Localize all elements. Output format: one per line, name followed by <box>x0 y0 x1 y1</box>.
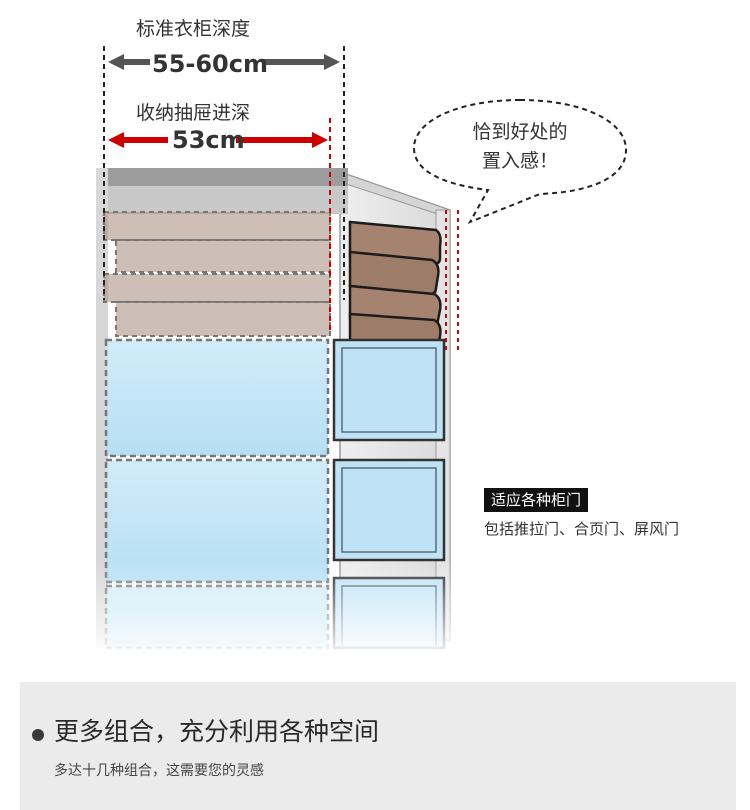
bubble-line-2: 置入感！ <box>481 150 558 172</box>
stacked-towels <box>348 220 442 352</box>
speech-bubble <box>412 98 628 224</box>
depth-guides <box>103 46 459 352</box>
door-compat-tag: 适应各种柜门 <box>484 488 589 512</box>
drawer-depth-label: 收纳抽屉进深 <box>136 102 251 124</box>
door-compat-subtitle: 包括推拉门、合页门、屏风门 <box>484 520 680 538</box>
wardrobe-depth-arrow <box>108 54 340 70</box>
wardrobe-depth-label: 标准衣柜深度 <box>136 18 251 40</box>
wardrobe-illustration <box>80 46 628 660</box>
feature-title: 更多组合，充分利用各种空间 <box>54 717 380 746</box>
drawer-depth-arrow <box>108 132 328 148</box>
feature-banner: 更多组合，充分利用各种空间 多达十几种组合，这需要您的灵感 <box>20 682 736 810</box>
bubble-line-1: 恰到好处的 <box>472 121 568 143</box>
drawer-depth-value: 53cm <box>172 126 245 154</box>
feature-subtitle: 多达十几种组合，这需要您的灵感 <box>54 763 264 779</box>
wardrobe-depth-value: 55-60cm <box>152 50 268 78</box>
bullet-dot-icon <box>32 729 44 741</box>
bubble-text: 恰到好处的 置入感！ <box>420 118 620 176</box>
